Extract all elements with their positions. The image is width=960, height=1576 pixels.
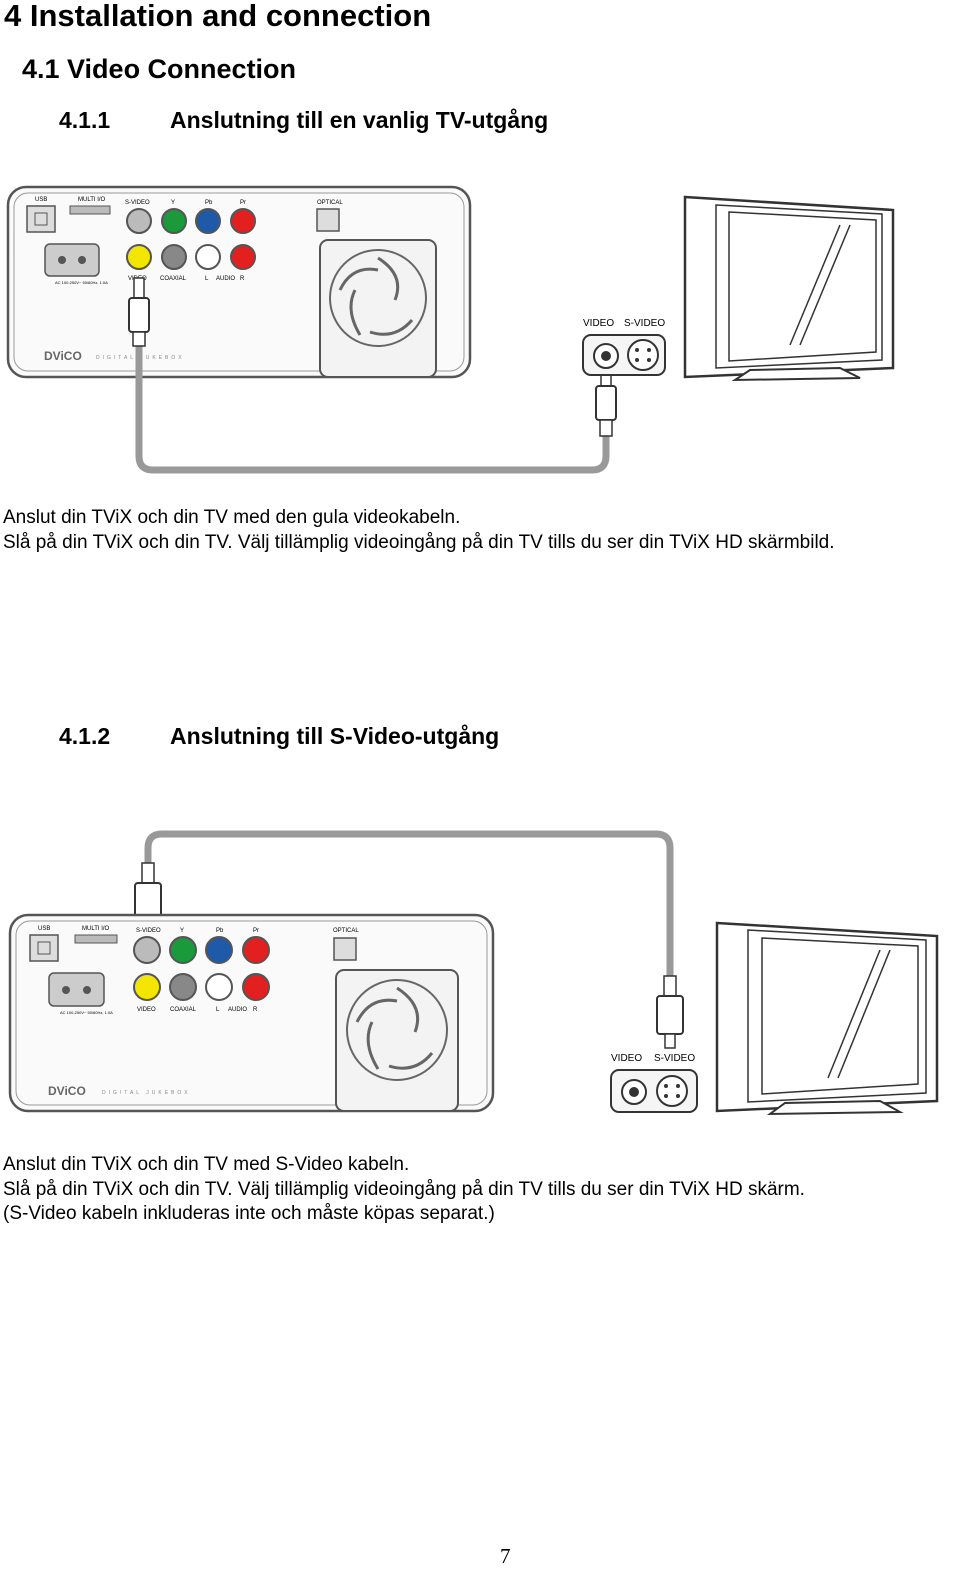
subsection-title: Anslutning till en vanlig TV-utgång (170, 107, 549, 133)
optical-label: OPTICAL (317, 200, 343, 206)
tv-s-video-jack (656, 1075, 688, 1107)
pr-port (242, 936, 270, 964)
tv-set (683, 195, 895, 382)
power-socket (48, 972, 105, 1007)
coaxial-label: COAXIAL (170, 1007, 197, 1013)
brand-logo: DViCO (44, 349, 82, 363)
y-port (161, 208, 187, 234)
fan-grille (319, 239, 437, 378)
tv-set (715, 921, 939, 1116)
tv-s-video-label: S-VIDEO (624, 318, 665, 329)
text-line: (S-Video kabeln inkluderas inte och måst… (3, 1203, 495, 1224)
chapter-heading: 4 Installation and connection (4, 0, 432, 33)
tv-s-video-label: S-VIDEO (654, 1053, 695, 1064)
fan-grille (335, 969, 459, 1112)
s-video-out-port (126, 208, 152, 234)
coaxial-port (169, 973, 197, 1001)
video-out-port (133, 973, 161, 1001)
tv-screen (761, 937, 919, 1095)
audio-label: AUDIO (216, 276, 235, 282)
tv-video-label: VIDEO (611, 1053, 642, 1064)
audio-l-port (195, 244, 221, 270)
page-number: 7 (500, 1544, 511, 1568)
text-line: Slå på din TViX och din TV. Välj tillämp… (3, 1178, 805, 1200)
video-cable (135, 310, 610, 474)
tv-video-label: VIDEO (583, 318, 614, 329)
pb-port (205, 936, 233, 964)
audio-r-label: R (240, 276, 245, 282)
audio-l-label: L (216, 1007, 220, 1013)
audio-r-label: R (253, 1007, 258, 1013)
tv-input-panel: VIDEO S-VIDEO (610, 1053, 698, 1113)
audio-r-port (230, 244, 256, 270)
power-rating-label: AC 100-250V~ 50/60Hz, 1.0A (60, 1010, 113, 1015)
rca-plug-tv-end (595, 367, 617, 437)
usb-port (29, 934, 59, 962)
video-out-label: VIDEO (137, 1007, 156, 1013)
composite-connection-diagram: USB MULTI I/O S-VIDEO Y Pb Pr VIDEO COAX… (6, 185, 895, 474)
brand-logo: DViCO (48, 1084, 86, 1098)
usb-label: USB (35, 197, 47, 203)
pr-label: Pr (240, 200, 246, 206)
usb-port (26, 205, 56, 233)
tv-input-panel: VIDEO S-VIDEO (582, 318, 666, 376)
pb-port (195, 208, 221, 234)
audio-l-label: L (205, 276, 209, 282)
text-line: Anslut din TViX och din TV med den gula … (3, 507, 461, 528)
brand-subtitle: DIGITAL JUKEBOX (102, 1090, 191, 1096)
paragraph-4-1-2: Anslut din TViX och din TV med S-Video k… (3, 1153, 805, 1227)
tvix-rear-panel: USB MULTI I/O S-VIDEO Y Pb Pr VIDEO COAX… (6, 185, 472, 379)
s-video-out-label: S-VIDEO (136, 928, 161, 934)
audio-label: AUDIO (228, 1007, 247, 1013)
s-video-plug-tv-end (656, 975, 684, 1049)
tv-s-video-jack (627, 339, 659, 371)
multi-io-label: MULTI I/O (82, 926, 110, 932)
text-line: Slå på din TViX och din TV. Välj tillämp… (3, 531, 835, 553)
pr-port (230, 208, 256, 234)
optical-port (333, 937, 357, 961)
rca-plug-device-end (128, 277, 150, 347)
multi-io-port (69, 205, 111, 215)
tv-stand (766, 1099, 904, 1116)
coaxial-label: COAXIAL (160, 276, 187, 282)
fan-icon (329, 249, 427, 347)
tv-stand (731, 366, 861, 382)
subsection-number: 4.1.2 (59, 723, 111, 749)
video-out-port (126, 244, 152, 270)
fan-icon (346, 979, 448, 1081)
y-label: Y (171, 200, 175, 206)
multi-io-label: MULTI I/O (78, 197, 106, 203)
power-socket (44, 243, 100, 277)
paragraph-4-1-1: Anslut din TViX och din TV med den gula … (3, 506, 835, 555)
pb-label: Pb (216, 928, 224, 934)
y-port (169, 936, 197, 964)
audio-l-port (205, 973, 233, 1001)
coaxial-port (161, 244, 187, 270)
s-video-connection-diagram: USB MULTI I/O S-VIDEO Y Pb Pr VIDEO COAX… (8, 830, 939, 1116)
pb-label: Pb (205, 200, 213, 206)
optical-port (316, 208, 340, 232)
multi-io-port (74, 934, 118, 944)
optical-label: OPTICAL (333, 928, 359, 934)
s-video-out-port (133, 936, 161, 964)
section-heading: 4.1 Video Connection (22, 54, 297, 84)
subsection-title: Anslutning till S-Video-utgång (170, 723, 500, 749)
subsection-number: 4.1.1 (59, 107, 111, 133)
s-video-cable (144, 830, 674, 978)
pr-label: Pr (253, 928, 259, 934)
text-line: Anslut din TViX och din TV med S-Video k… (3, 1154, 410, 1175)
tvix-rear-panel: USB MULTI I/O S-VIDEO Y Pb Pr VIDEO COAX… (8, 913, 495, 1113)
power-rating-label: AC 100-250V~ 50/60Hz, 1.0A (55, 280, 108, 285)
s-video-out-label: S-VIDEO (125, 200, 150, 206)
audio-r-port (242, 973, 270, 1001)
usb-label: USB (38, 926, 50, 932)
y-label: Y (180, 928, 184, 934)
